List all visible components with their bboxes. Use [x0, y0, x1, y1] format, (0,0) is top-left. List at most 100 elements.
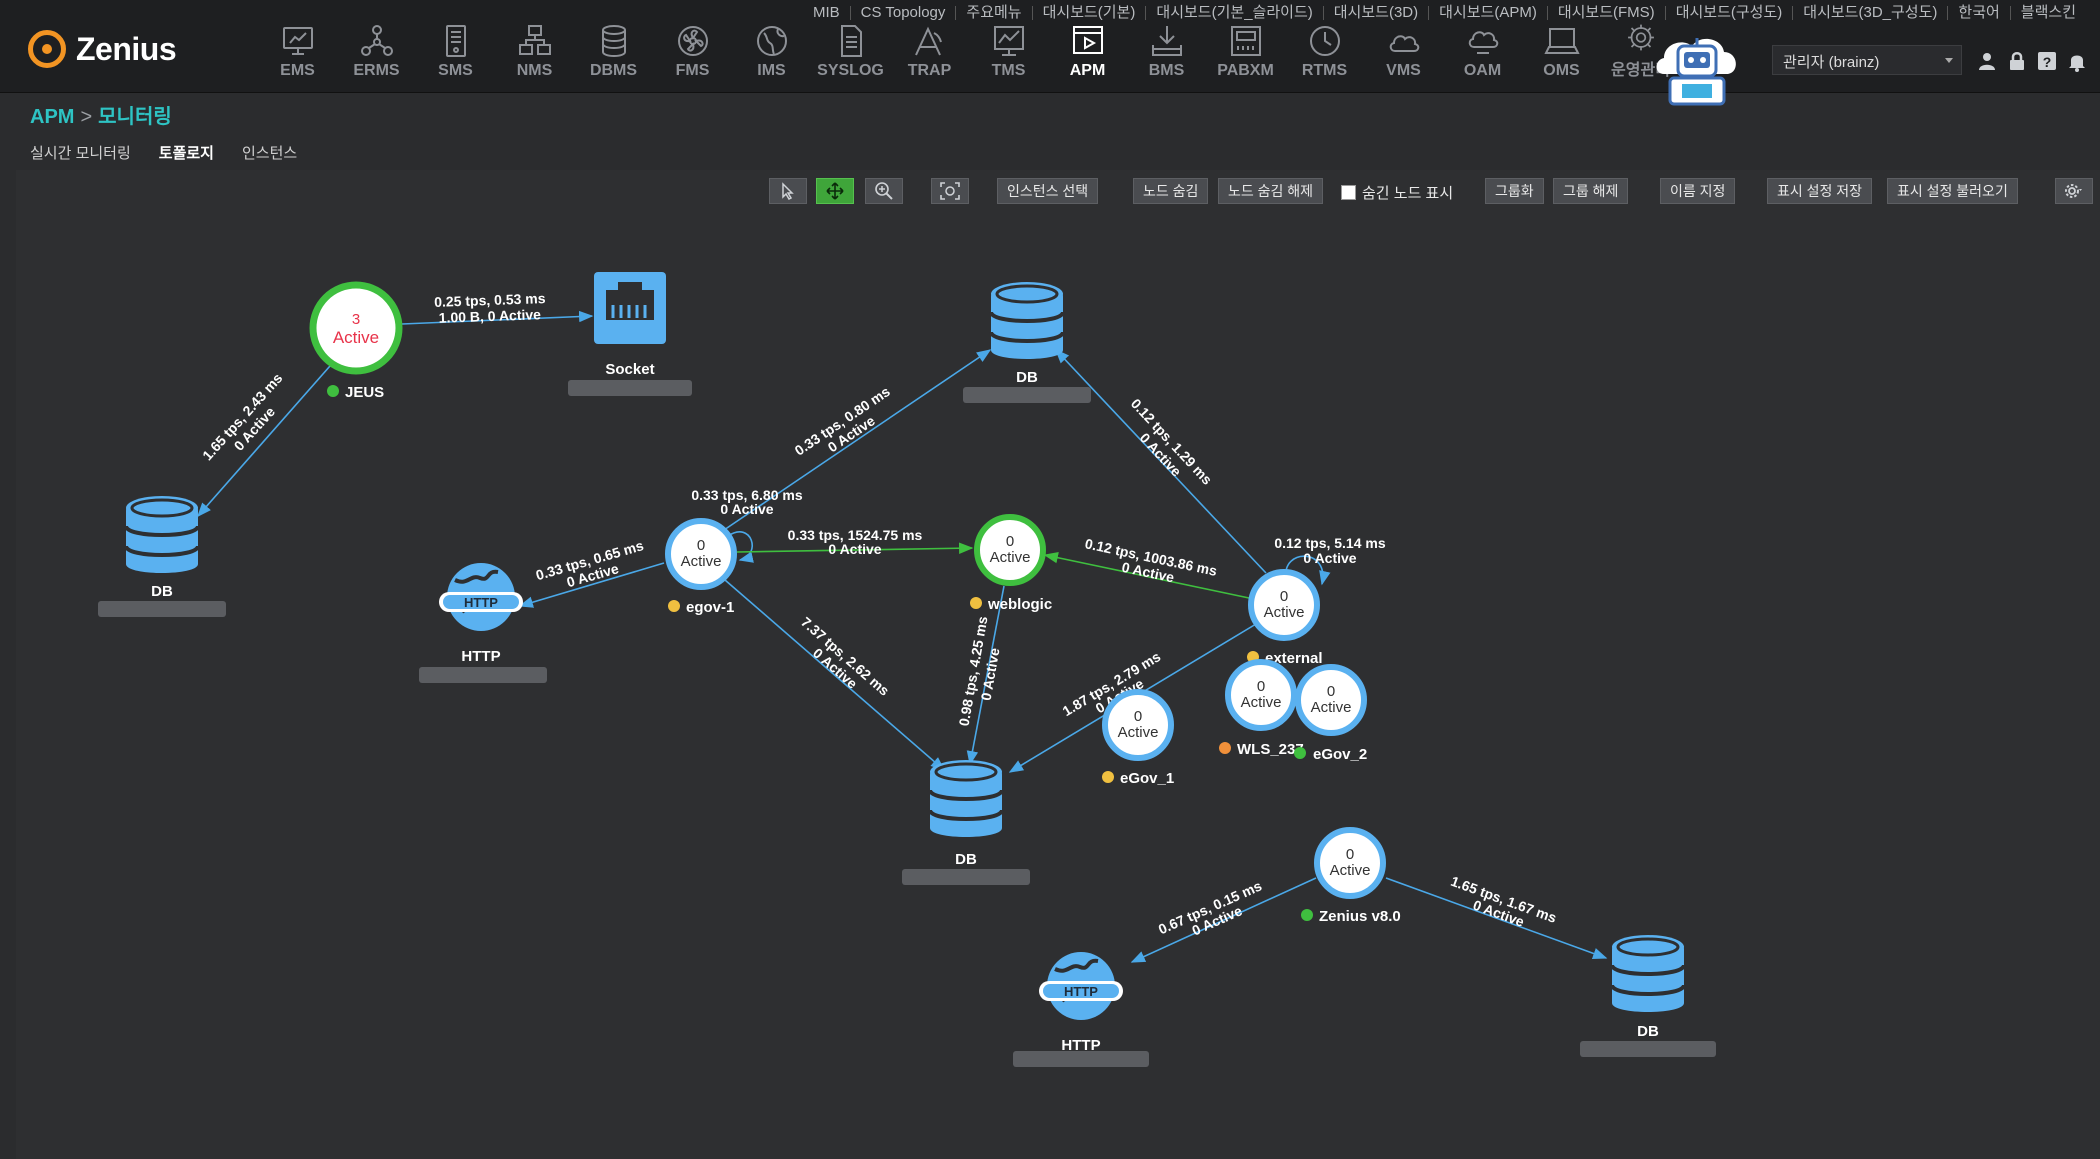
module-apm[interactable]: APM — [1048, 22, 1127, 84]
node-socket[interactable]: Socket — [568, 272, 692, 396]
module-pabxm[interactable]: PABXM — [1206, 22, 1285, 84]
module-tms[interactable]: TMS — [969, 22, 1048, 84]
redacted-address — [98, 601, 226, 617]
edge-egov1-weblogic[interactable]: 0.33 tps, 1524.75 ms 0 Active — [736, 527, 974, 557]
node-http-left[interactable]: HTTP HTTP — [419, 563, 547, 683]
gear-icon — [1627, 24, 1654, 51]
breadcrumb-separator: > — [80, 106, 93, 128]
top-link-cs-topology[interactable]: CS Topology — [851, 5, 957, 20]
assistant-robot-icon[interactable] — [1652, 30, 1742, 110]
module-rtms[interactable]: RTMS — [1285, 22, 1364, 84]
node-name: HTTP — [1061, 1037, 1100, 1054]
node-egov-2[interactable]: 0 Active eGov_2 — [1294, 664, 1367, 763]
pan-tool-button[interactable] — [816, 178, 854, 204]
node-zenius-v8[interactable]: 0 Active Zenius v8.0 — [1301, 827, 1401, 925]
settings-button[interactable] — [2055, 178, 2093, 204]
edge-external-self[interactable]: 0.12 tps, 5.14 ms 0 Active — [1274, 535, 1386, 586]
top-link-dashboard-3d[interactable]: 대시보드(3D) — [1324, 5, 1430, 20]
bell-icon[interactable] — [2066, 50, 2088, 72]
breadcrumb-root[interactable]: APM — [30, 106, 75, 128]
edge-egov1-self[interactable]: 0.33 tps, 6.80 ms 0 Active — [691, 487, 803, 563]
node-name: Zenius v8.0 — [1319, 908, 1401, 925]
module-oms[interactable]: OMS — [1522, 22, 1601, 84]
node-state: Active — [333, 328, 379, 347]
node-http-bottom[interactable]: HTTP HTTP — [1013, 952, 1149, 1067]
edge-zenius-http[interactable]: 0.67 tps, 0.15 ms 0 Active — [1130, 877, 1317, 963]
show-hidden-nodes-checkbox[interactable]: 숨긴 노드 표시 — [1341, 182, 1453, 203]
edge-external-weblogic[interactable]: 0.12 tps, 1003.86 ms 0 Active — [1043, 535, 1250, 599]
node-db-top[interactable]: DB — [963, 280, 1091, 403]
database-icon — [1610, 933, 1686, 1014]
top-link-dashboard-3d-layout[interactable]: 대시보드(3D_구성도) — [1793, 5, 1949, 20]
load-display-settings-button[interactable]: 표시 설정 불러오기 — [1887, 178, 2018, 204]
top-link-black-skin[interactable]: 블랙스킨 — [2020, 4, 2076, 21]
module-trap[interactable]: TRAP — [890, 22, 969, 84]
zoom-tool-button[interactable] — [865, 178, 903, 204]
top-link-mib[interactable]: MIB — [803, 5, 851, 20]
help-icon[interactable]: ? — [2036, 50, 2058, 72]
redacted-address — [419, 667, 547, 683]
pointer-tool-button[interactable] — [769, 178, 807, 204]
node-name: Socket — [605, 361, 654, 378]
select-instance-button[interactable]: 인스턴스 선택 — [997, 178, 1099, 204]
tab-realtime-monitoring[interactable]: 실시간 모니터링 — [30, 145, 131, 162]
edge-label-metrics: 0.25 tps, 0.53 ms — [434, 290, 546, 310]
top-link-dashboard-basic[interactable]: 대시보드(기본) — [1033, 5, 1147, 20]
breadcrumb: APM>모니터링 — [30, 100, 172, 129]
checkbox-box[interactable] — [1341, 185, 1356, 200]
node-external[interactable]: 0 Active external — [1247, 569, 1323, 667]
edge-zenius-db[interactable]: 1.65 tps, 1.67 ms 0 Active — [1385, 873, 1608, 959]
hide-node-button[interactable]: 노드 숨김 — [1133, 178, 1209, 204]
rename-button[interactable]: 이름 지정 — [1660, 178, 1736, 204]
module-sms[interactable]: SMS — [416, 22, 495, 84]
tab-instance[interactable]: 인스턴스 — [241, 145, 298, 162]
module-oam[interactable]: OAM — [1443, 22, 1522, 84]
trap-signal-icon — [914, 26, 942, 56]
lock-icon[interactable] — [2006, 50, 2028, 72]
save-display-settings-button[interactable]: 표시 설정 저장 — [1767, 178, 1873, 204]
server-icon — [445, 25, 466, 57]
module-ems[interactable]: EMS — [258, 22, 337, 84]
edge-jeus-db[interactable]: 1.65 tps, 2.43 ms 0 Active — [197, 365, 331, 518]
module-syslog[interactable]: SYSLOG — [811, 22, 890, 84]
node-state: Active — [1264, 604, 1305, 621]
node-egov1[interactable]: 0 Active egov-1 — [665, 518, 737, 616]
top-link-dashboard-slide[interactable]: 대시보드(기본_슬라이드) — [1146, 5, 1324, 20]
node-jeus[interactable]: 3 Active JEUS — [309, 281, 403, 401]
node-weblogic[interactable]: 0 Active weblogic — [970, 514, 1052, 613]
module-ims[interactable]: IMS — [732, 22, 811, 84]
zenius-logo[interactable]: Zenius — [28, 30, 177, 68]
gear-icon — [2065, 184, 2082, 198]
module-operations[interactable]: 운영관리 — [1601, 22, 1680, 84]
node-db-bottom-right[interactable]: DB — [1580, 933, 1716, 1057]
fit-view-button[interactable] — [931, 178, 969, 204]
ungroup-button[interactable]: 그룹 해제 — [1553, 178, 1629, 204]
top-link-language[interactable]: 한국어 — [1948, 5, 2011, 20]
module-bms[interactable]: BMS — [1127, 22, 1206, 84]
group-button[interactable]: 그룹화 — [1485, 178, 1544, 204]
status-dot-icon — [970, 597, 982, 609]
fit-screen-icon — [940, 182, 960, 200]
top-link-dashboard-apm[interactable]: 대시보드(APM) — [1429, 5, 1548, 20]
module-dbms[interactable]: DBMS — [574, 22, 653, 84]
top-link-dashboard-fms[interactable]: 대시보드(FMS) — [1548, 5, 1666, 20]
node-db-left[interactable]: DB — [98, 494, 226, 617]
module-nms[interactable]: NMS — [495, 22, 574, 84]
node-db-mid[interactable]: DB — [902, 758, 1030, 885]
edge-jeus-socket[interactable]: 0.25 tps, 0.53 ms 1.00 B, 0 Active — [401, 290, 594, 326]
module-fms[interactable]: FMS — [653, 22, 732, 84]
top-link-dashboard-layout[interactable]: 대시보드(구성도) — [1666, 5, 1794, 20]
top-link-main-menu[interactable]: 주요메뉴 — [956, 5, 1033, 20]
module-vms[interactable]: VMS — [1364, 22, 1443, 84]
user-icon[interactable] — [1976, 50, 1998, 72]
user-select[interactable]: 관리자 (brainz) — [1772, 45, 1962, 75]
module-erms[interactable]: ERMS — [337, 22, 416, 84]
node-egov-1[interactable]: 0 Active eGov_1 — [1102, 689, 1174, 787]
node-wls-237[interactable]: 0 Active WLS_237 — [1219, 659, 1304, 758]
edge-egov1-dbmid[interactable]: 7.37 tps, 2.62 ms 0 Active — [724, 579, 946, 771]
edge-egov1-http[interactable]: 0.33 tps, 0.65 ms 0 Active — [518, 537, 665, 608]
traffic-chart-icon — [993, 26, 1024, 56]
unhide-node-button[interactable]: 노드 숨김 해제 — [1218, 178, 1324, 204]
edge-label-metrics: 0.33 tps, 1524.75 ms — [788, 527, 923, 543]
